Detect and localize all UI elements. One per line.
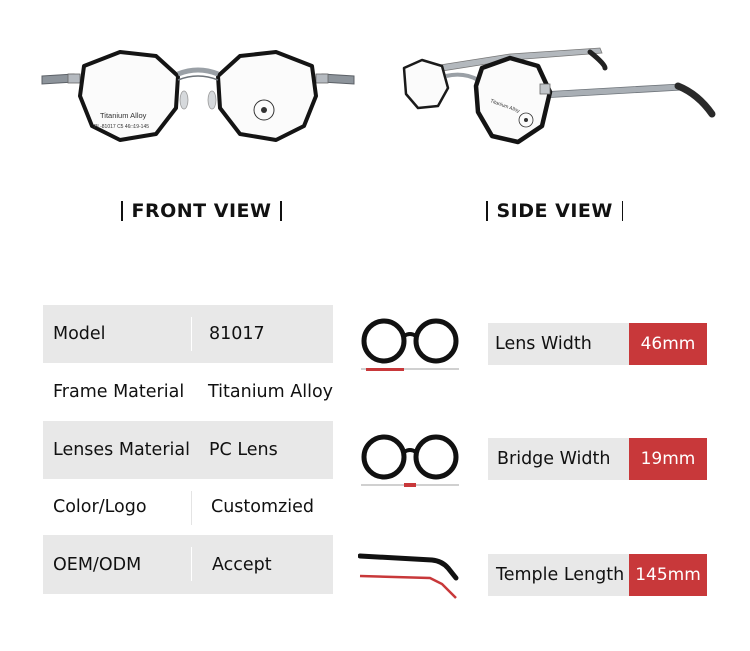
spec-value: 81017 [209, 324, 265, 344]
spec-row-color-logo: Color/Logo Customzied [43, 479, 333, 535]
spec-row-model: Model 81017 [43, 305, 333, 363]
spec-label: OEM/ODM [53, 554, 142, 575]
caption-bar-left [486, 201, 488, 221]
spec-label: Color/Logo [53, 497, 147, 517]
dimension-label: Temple Length [496, 565, 625, 585]
spec-row-lenses-material: Lenses Material PC Lens [43, 421, 333, 479]
temple-length-box: Temple Length 145mm [488, 554, 707, 596]
dimension-value: 46mm [629, 323, 707, 365]
spec-table: Model 81017 Frame Material Titanium Allo… [43, 305, 333, 594]
front-view-label: FRONT VIEW [131, 200, 272, 222]
brand-logo [253, 99, 275, 121]
spec-label: Model [53, 324, 106, 344]
dimension-value: 19mm [629, 438, 707, 480]
row-divider [191, 317, 192, 351]
spec-value: Accept [212, 554, 272, 575]
side-view-label: SIDE VIEW [496, 200, 613, 222]
caption-bar-right [280, 201, 282, 221]
row-divider [191, 491, 192, 525]
spec-value: PC Lens [209, 440, 278, 460]
front-view-glasses-image: Titanium Alloy PL-81017 C5 46□19-145 [41, 50, 355, 142]
row-divider [191, 547, 192, 581]
bridge-width-box: Bridge Width 19mm [488, 438, 707, 480]
front-view-caption: FRONT VIEW [121, 198, 282, 224]
dimension-label: Bridge Width [497, 449, 611, 469]
spec-label: Lenses Material [53, 440, 190, 460]
spec-row-oem-odm: OEM/ODM Accept [43, 535, 333, 594]
dimension-value: 145mm [629, 554, 707, 596]
spec-value: Customzied [211, 497, 314, 517]
side-view-glasses-image: Titanium Alloy [402, 47, 716, 145]
caption-bar-left [121, 201, 123, 221]
spec-value: Titanium Alloy [208, 382, 334, 402]
lens-code-text: PL-81017 C5 46□19-145 [94, 124, 149, 130]
temple-length-icon [358, 553, 459, 599]
spec-label: Frame Material [53, 382, 185, 402]
lens-print-text: Titanium Alloy [100, 111, 147, 120]
bridge-width-icon [361, 434, 459, 487]
caption-bar-right [621, 201, 624, 221]
side-view-caption: SIDE VIEW [486, 198, 624, 224]
side-brand-logo [518, 112, 534, 128]
dimension-label: Lens Width [495, 334, 592, 354]
spec-row-frame-material: Frame Material Titanium Alloy [43, 363, 333, 421]
lens-width-icon [361, 318, 459, 371]
lens-width-box: Lens Width 46mm [488, 323, 707, 365]
